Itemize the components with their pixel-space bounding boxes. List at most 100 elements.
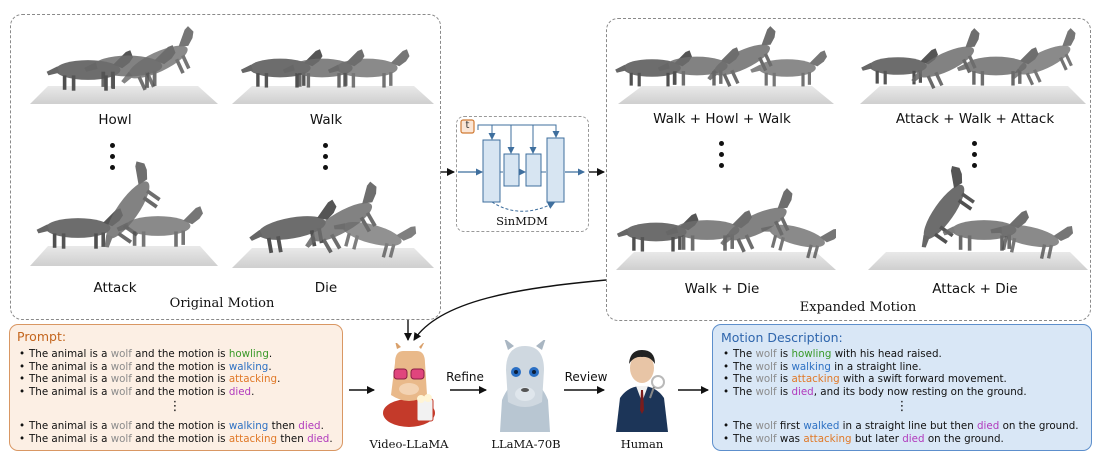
ellipsis-dots [110,143,116,176]
expanded-motion-panel [606,18,1091,321]
wolf-attack-walk-attack-render [860,27,1088,104]
die-keyword: died [791,385,814,398]
description-more-ellipsis: ⋮ [895,399,909,414]
line-text: in a straight line. [830,360,922,373]
bullet-line: The wolf is howling with his head raised… [723,348,1027,361]
line-text: and the motion is [131,432,229,445]
line-text: The animal is a [29,348,111,360]
attack-keyword: attacking [803,432,852,445]
wolf-keyword: wolf [110,385,132,398]
wolf-walk-howl-walk-render [615,25,834,104]
die-keyword: died [977,420,1000,432]
timestep-label: t [465,120,470,131]
howl-keyword: howling [228,348,269,360]
line-text: . [251,385,255,398]
line-text: is [776,385,792,398]
llama-with-glasses-icon [383,343,435,427]
walk-keyword: walked [803,420,840,432]
llama-portrait-icon [500,340,550,432]
ellipsis-dots [719,141,725,174]
original-motion-panel [10,14,441,320]
agent-label-video-llama: Video-LLaMA [369,437,449,451]
agent-label-human: Human [620,437,664,451]
line-text: and the motion is [131,348,229,360]
wolf-attack-die-render [868,164,1088,270]
prompt-title: Prompt: [17,329,67,344]
bullet-line: The animal is a wolf and the motion is a… [19,373,280,386]
clip-caption-walk: Walk [309,112,343,128]
attack-keyword: attacking [791,373,840,386]
sinmdm-unet-diagram [458,119,585,212]
prompt-line-list-compound: The animal is a wolf and the motion is w… [19,420,333,445]
edge-label-refine: Refine [446,370,484,384]
line-text: with his head raised. [831,348,942,360]
clip-caption-attack-die: Attack + Die [932,281,1018,297]
line-text: The [733,385,756,398]
line-text: The [733,432,756,445]
wolf-walk-die-render [616,187,836,270]
wolf-keyword: wolf [755,420,777,432]
line-text: The animal is a [29,432,111,445]
clip-caption-walk-die: Walk + Die [684,281,760,297]
bullet-line: The wolf is attacking with a swift forwa… [723,373,1027,386]
die-keyword: died [902,432,925,445]
die-keyword: died [307,432,330,445]
line-text: is [776,360,792,373]
line-text: and the motion is [131,420,229,432]
description-line-list-compound: The wolf first walked in a straight line… [723,420,1079,445]
bullet-line: The animal is a wolf and the motion is d… [19,386,280,399]
line-text: The [733,360,756,373]
wolf-keyword: wolf [110,373,132,386]
line-text: first [776,420,804,432]
wolf-keyword: wolf [110,348,132,360]
wolf-keyword: wolf [755,432,777,445]
line-text: was [776,432,804,445]
line-text: The animal is a [29,373,111,386]
line-text: and the motion is [131,385,229,398]
wolf-howl-render [30,25,218,104]
wolf-keyword: wolf [755,385,777,398]
clip-caption-howl: Howl [98,112,132,128]
bullet-line: The wolf was attacking but later died on… [723,433,1079,446]
die-keyword: died [228,385,252,398]
bullet-line: The animal is a wolf and the motion is a… [19,433,333,446]
attack-keyword: attacking [228,373,278,386]
line-text: The animal is a [29,385,111,398]
agent-label-llama-70b: LLaMA-70B [491,437,561,451]
line-text: The [733,373,756,386]
bullet-line: The wolf is walking in a straight line. [723,361,1027,374]
motion-description-title: Motion Description: [721,330,843,345]
bullet-line: The animal is a wolf and the motion is w… [19,361,280,374]
die-keyword: died [298,420,321,432]
line-text: . [320,420,324,432]
walk-keyword: walking [228,420,269,432]
line-text: The animal is a [29,360,111,373]
original-motion-label: Original Motion [169,296,275,311]
line-text: The animal is a [29,420,111,432]
attack-keyword: attacking [228,432,278,445]
line-text: but later [851,432,903,445]
clip-caption-walk-howl-walk: Walk + Howl + Walk [653,111,791,127]
ellipsis-dots [972,141,978,174]
line-text: in a straight line but then [839,420,978,432]
walk-keyword: walking [228,360,269,373]
line-text: , and its body now resting on the ground… [813,385,1027,398]
line-text: with a swift forward movement. [839,373,1007,386]
line-text: The [733,420,756,432]
line-text: . [277,373,281,386]
howl-keyword: howling [791,348,832,360]
line-text: then [268,420,299,432]
line-text: . [268,348,273,360]
bullet-line: The wolf first walked in a straight line… [723,420,1079,433]
line-text: . [329,432,333,445]
bullet-line: The animal is a wolf and the motion is h… [19,348,280,361]
clip-caption-attack-walk-attack: Attack + Walk + Attack [895,111,1055,127]
line-text: on the ground. [924,432,1004,445]
clip-caption-die: Die [314,280,338,296]
wolf-attack-render [30,159,218,266]
walk-keyword: walking [791,360,831,373]
line-text: is [776,373,792,386]
line-text: . [268,360,272,373]
wolf-keyword: wolf [755,373,777,386]
